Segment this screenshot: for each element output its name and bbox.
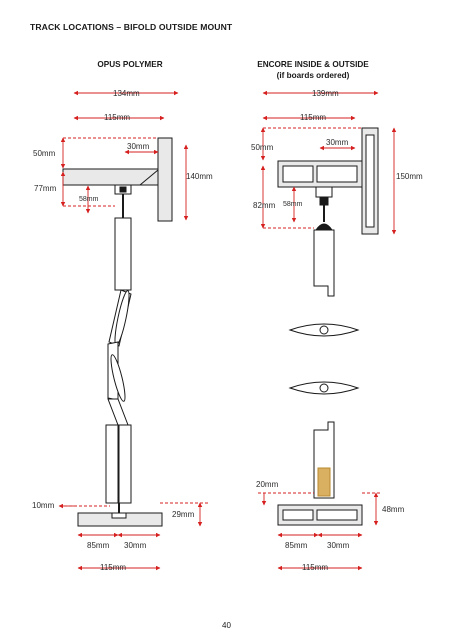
encore-dimension-lines — [258, 90, 397, 571]
encore-height-50: 50mm — [251, 143, 274, 152]
encore-width-30-top: 30mm — [326, 138, 349, 147]
opus-width-30-top: 30mm — [127, 142, 150, 151]
opus-polymer-heading: OPUS POLYMER — [97, 60, 163, 69]
encore-brass-guide — [317, 467, 331, 497]
opus-top-bracket-arm — [62, 168, 159, 186]
opus-height-29: 29mm — [172, 510, 195, 519]
opus-height-50: 50mm — [33, 149, 56, 158]
encore-height-58: 58mm — [283, 201, 303, 208]
encore-roller — [319, 196, 329, 206]
encore-track-carrier — [315, 186, 333, 198]
encore-width-85: 85mm — [285, 541, 308, 550]
encore-height-48: 48mm — [382, 505, 405, 514]
encore-width-30-bottom: 30mm — [327, 541, 350, 550]
encore-width-139: 139mm — [312, 89, 339, 98]
encore-panel-upper — [313, 229, 335, 297]
encore-width-115-top: 115mm — [300, 113, 327, 122]
opus-width-134: 134mm — [113, 89, 140, 98]
opus-polymer-diagram — [62, 137, 173, 527]
page-title: TRACK LOCATIONS – BIFOLD OUTSIDE MOUNT — [30, 22, 233, 32]
opus-panel-6 — [118, 424, 132, 504]
encore-height-150: 150mm — [396, 172, 423, 181]
opus-bottom-guide — [111, 512, 127, 519]
opus-width-115-top: 115mm — [104, 113, 131, 122]
opus-width-115-bottom: 115mm — [100, 563, 127, 572]
opus-width-85: 85mm — [87, 541, 110, 550]
opus-height-140: 140mm — [186, 172, 213, 181]
encore-heading: ENCORE INSIDE & OUTSIDE — [257, 60, 369, 69]
opus-panel-3-profile — [110, 354, 126, 402]
opus-height-58: 58mm — [79, 196, 99, 203]
encore-height-82: 82mm — [253, 201, 276, 210]
opus-wall-plate — [157, 137, 173, 222]
opus-panel-4 — [107, 398, 129, 426]
opus-panel-1 — [114, 217, 132, 291]
encore-width-115-bottom: 115mm — [302, 563, 329, 572]
opus-roller — [119, 186, 127, 193]
opus-bracket-brace — [139, 169, 159, 186]
opus-dimension-lines — [58, 90, 208, 571]
encore-height-20: 20mm — [256, 480, 279, 489]
encore-subheading: (if boards ordered) — [276, 71, 350, 80]
opus-height-77: 77mm — [34, 184, 57, 193]
opus-height-10: 10mm — [32, 501, 55, 510]
encore-pivot-cap — [315, 223, 333, 231]
opus-width-30-bottom: 30mm — [124, 541, 147, 550]
encore-diagram — [277, 127, 379, 526]
page-number: 40 — [222, 621, 231, 630]
opus-panel-5 — [105, 424, 119, 504]
